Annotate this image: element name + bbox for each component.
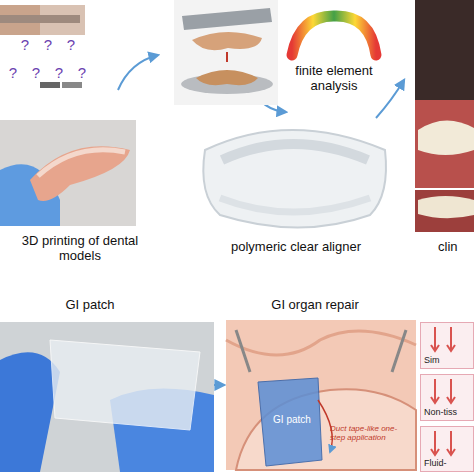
- box-label: Non-tiss: [424, 408, 457, 418]
- question-mark: ?: [29, 64, 43, 81]
- clinical-photos: [415, 0, 474, 232]
- printing-illustration-part: [192, 32, 262, 50]
- gi-organ-illustration-part: [258, 378, 322, 466]
- question-mark: ?: [41, 36, 55, 53]
- pixelated-image-part: [62, 82, 82, 88]
- gi-patch-photo-part: [0, 352, 60, 472]
- box-label: Sim: [424, 356, 440, 366]
- panel-caption: GI patch: [30, 298, 150, 313]
- pixelated-image: [0, 5, 85, 88]
- gi-organ-illustration-part: [236, 330, 250, 372]
- clear-aligner: [203, 130, 386, 228]
- pixelated-image-part: [40, 82, 60, 88]
- clear-aligner-part: [220, 198, 370, 212]
- printing-illustration-part: [196, 70, 258, 85]
- question-mark: ?: [52, 64, 66, 81]
- panel-caption: clin: [438, 240, 474, 255]
- gi-patch-photo-part: [0, 322, 214, 472]
- force-arrows: [431, 379, 455, 403]
- gi-organ-illustration-part: [226, 331, 416, 355]
- force-arrows: [431, 431, 455, 455]
- printing-illustration-part: [182, 8, 272, 30]
- dental-model-photo-part: [30, 146, 130, 201]
- panel-caption: polymeric clear aligner: [206, 240, 386, 255]
- gi-patch-photo-part: [50, 340, 200, 430]
- panel-caption: 3D printing of dental models: [0, 234, 160, 264]
- patch-label: GI patch: [262, 414, 322, 426]
- printing-illustration: [174, 0, 278, 105]
- gi-organ-illustration-part: [392, 330, 406, 372]
- clinical-photos-part: [418, 196, 474, 218]
- fea-arch: [292, 16, 376, 55]
- box-label: Fluid-: [424, 459, 447, 469]
- clinical-photos-part: [415, 190, 474, 232]
- annotation-text: Duct tape-like one-step application: [330, 424, 404, 442]
- pixelated-image-part: [0, 15, 80, 23]
- clinical-photos-part: [418, 120, 474, 155]
- question-mark: ?: [18, 36, 32, 53]
- force-arrows: [431, 327, 455, 351]
- printing-illustration-part: [174, 0, 278, 105]
- gi-organ-illustration-part: [226, 320, 416, 470]
- flow-arrow: [376, 80, 404, 118]
- question-mark: ?: [6, 64, 20, 81]
- condition-box: Fluid-: [420, 426, 474, 472]
- gi-organ-illustration: [226, 320, 416, 470]
- dental-model-photo: [0, 120, 136, 226]
- fea-arch-part: [292, 16, 376, 55]
- clear-aligner-part: [222, 144, 368, 160]
- panel-caption: finite element analysis: [292, 64, 376, 94]
- condition-box: Sim: [420, 322, 474, 369]
- dental-model-photo-part: [38, 150, 125, 176]
- dental-model-photo-part: [0, 120, 136, 226]
- clinical-photos-part: [415, 0, 474, 100]
- question-mark: ?: [64, 36, 78, 53]
- clear-aligner-part: [203, 130, 386, 228]
- condition-box: Non-tiss: [420, 374, 474, 421]
- panel-caption: GI organ repair: [250, 298, 380, 313]
- printing-illustration-part: [226, 52, 228, 62]
- gi-patch-photo: [0, 322, 214, 472]
- flow-arrow: [118, 55, 158, 90]
- question-mark: ?: [75, 64, 89, 81]
- clinical-photos-part: [415, 100, 474, 188]
